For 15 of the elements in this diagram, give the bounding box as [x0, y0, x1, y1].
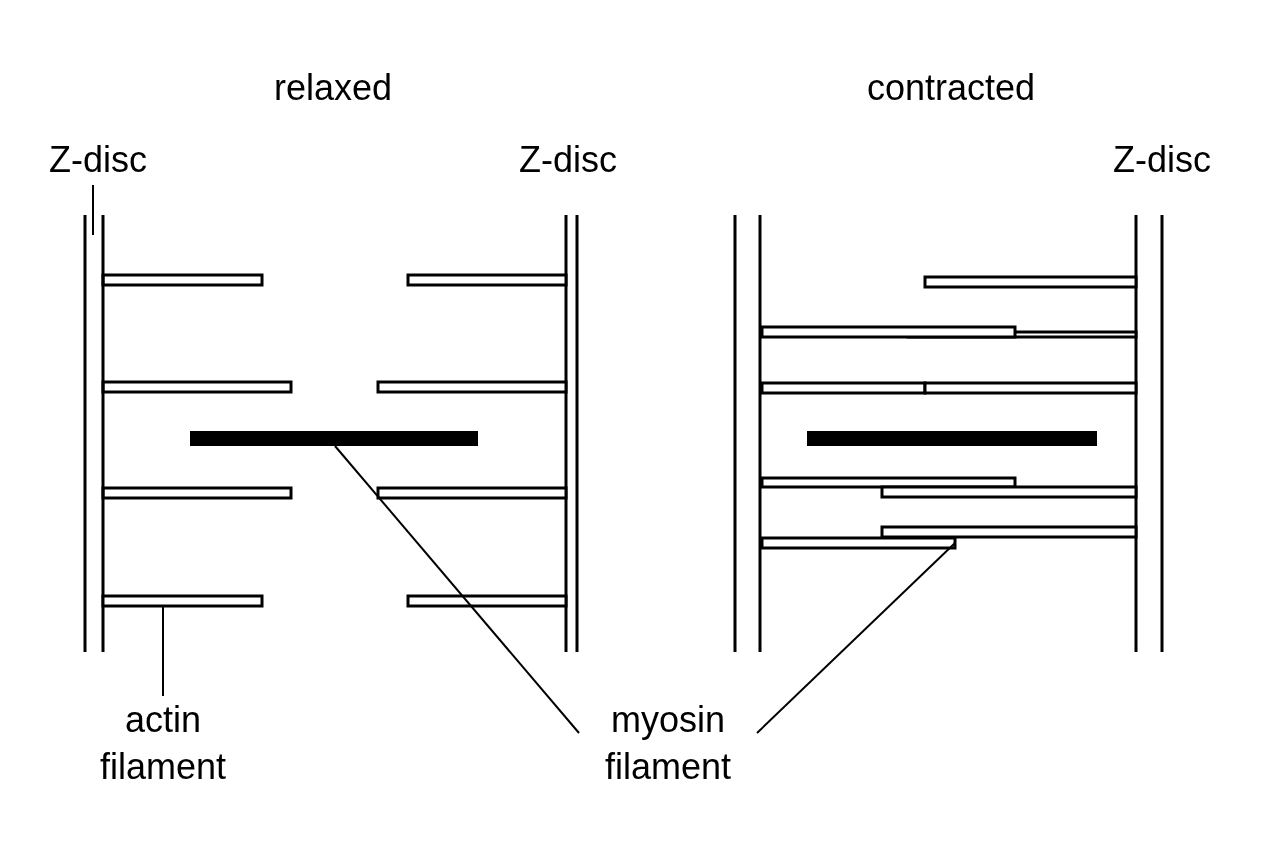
panel-heading: contracted — [865, 66, 1037, 110]
leader-line — [162, 606, 164, 697]
panel-heading: relaxed — [272, 66, 394, 110]
actin-filament — [101, 594, 264, 608]
part-label: Z-disc — [518, 138, 618, 182]
part-label: Z-disc — [48, 138, 148, 182]
leader-line — [756, 542, 956, 734]
leader-line — [92, 184, 94, 236]
myosin-filament — [190, 431, 478, 446]
actin-filament — [760, 536, 957, 550]
z-disc-lines — [83, 215, 105, 652]
leader-line — [334, 445, 580, 734]
part-label: actin filament — [98, 698, 228, 789]
part-label: Z-disc — [1112, 138, 1212, 182]
part-label: myosin filament — [603, 698, 733, 789]
